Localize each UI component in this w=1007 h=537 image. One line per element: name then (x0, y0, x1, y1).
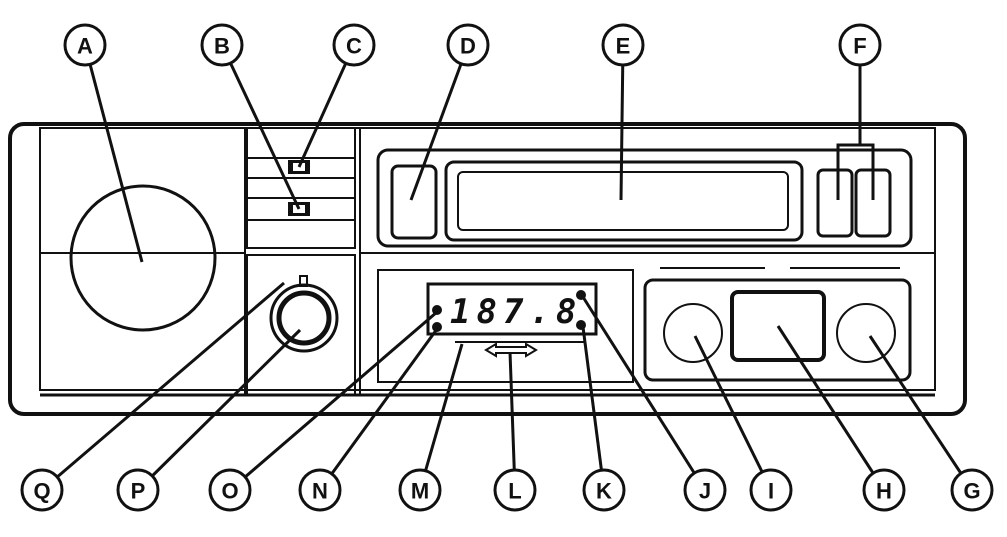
fast-forward-button[interactable] (816, 168, 854, 238)
cassette-slot-inner (457, 171, 789, 231)
callout-c: C (332, 23, 376, 67)
volume-knob[interactable] (69, 184, 217, 332)
callout-circle (200, 23, 244, 67)
display-panel (377, 269, 634, 383)
tuning-knob[interactable] (276, 290, 332, 346)
callout-label: M (411, 479, 429, 504)
callout-o: O (208, 468, 252, 512)
callout-b: B (200, 23, 244, 67)
callout-circle (208, 468, 252, 512)
callout-circle (446, 23, 490, 67)
callout-circle (862, 468, 906, 512)
radio-faceplate-inner (39, 127, 936, 391)
callout-label: H (876, 479, 892, 504)
callout-label: O (221, 479, 238, 504)
callout-label: G (963, 479, 980, 504)
callout-p: P (116, 468, 160, 512)
button-g[interactable] (836, 303, 896, 363)
callout-circle (398, 468, 442, 512)
eject-button[interactable] (390, 164, 438, 240)
callout-circle (298, 468, 342, 512)
radio-unit: 187.8 (8, 122, 967, 416)
callout-n: N (298, 468, 342, 512)
callout-label: E (616, 34, 631, 59)
callout-circle (601, 23, 645, 67)
callout-e: E (601, 23, 645, 67)
callout-j: J (683, 468, 727, 512)
cassette-bezel (376, 148, 913, 248)
callout-circle (63, 23, 107, 67)
callout-f: F (838, 23, 882, 67)
callout-label: A (77, 34, 93, 59)
callout-label: F (853, 34, 866, 59)
callout-label: B (214, 34, 230, 59)
callout-circle (950, 468, 994, 512)
callout-circle (582, 468, 626, 512)
switch-block (246, 127, 356, 249)
display-window (426, 282, 598, 336)
callout-labels: A B C D E F G H I J K L M N O P Q (20, 23, 994, 512)
callout-circle (683, 468, 727, 512)
callout-m: M (398, 468, 442, 512)
callout-l: L (493, 468, 537, 512)
callout-i: I (749, 468, 793, 512)
callout-circle (493, 468, 537, 512)
control-panel (643, 278, 912, 382)
callout-d: D (446, 23, 490, 67)
callout-label: P (131, 479, 146, 504)
callout-label: N (312, 479, 328, 504)
callout-label: Q (33, 479, 50, 504)
radio-chassis (8, 122, 967, 416)
callout-circle (749, 468, 793, 512)
callout-h: H (862, 468, 906, 512)
callout-g: G (950, 468, 994, 512)
button-i[interactable] (663, 303, 723, 363)
callout-circle (20, 468, 64, 512)
callout-circle (332, 23, 376, 67)
button-h[interactable] (730, 290, 826, 362)
callout-label: I (768, 479, 774, 504)
indicator-n (432, 322, 442, 332)
callout-k: K (582, 468, 626, 512)
cassette-slot[interactable] (444, 160, 804, 242)
callout-label: J (699, 479, 711, 504)
tuning-knob-marker (299, 275, 308, 287)
callout-label: D (460, 34, 476, 59)
tuning-knob-panel (246, 254, 356, 396)
callout-circle (116, 468, 160, 512)
callout-label: C (346, 34, 362, 59)
callout-a: A (63, 23, 107, 67)
tuning-arrows (484, 342, 538, 358)
callout-q: Q (20, 468, 64, 512)
callout-label: L (508, 479, 521, 504)
callout-circle (838, 23, 882, 67)
leader-lines (41, 44, 974, 492)
callout-label: K (596, 479, 612, 504)
frequency-readout: 187.8 (450, 292, 582, 332)
